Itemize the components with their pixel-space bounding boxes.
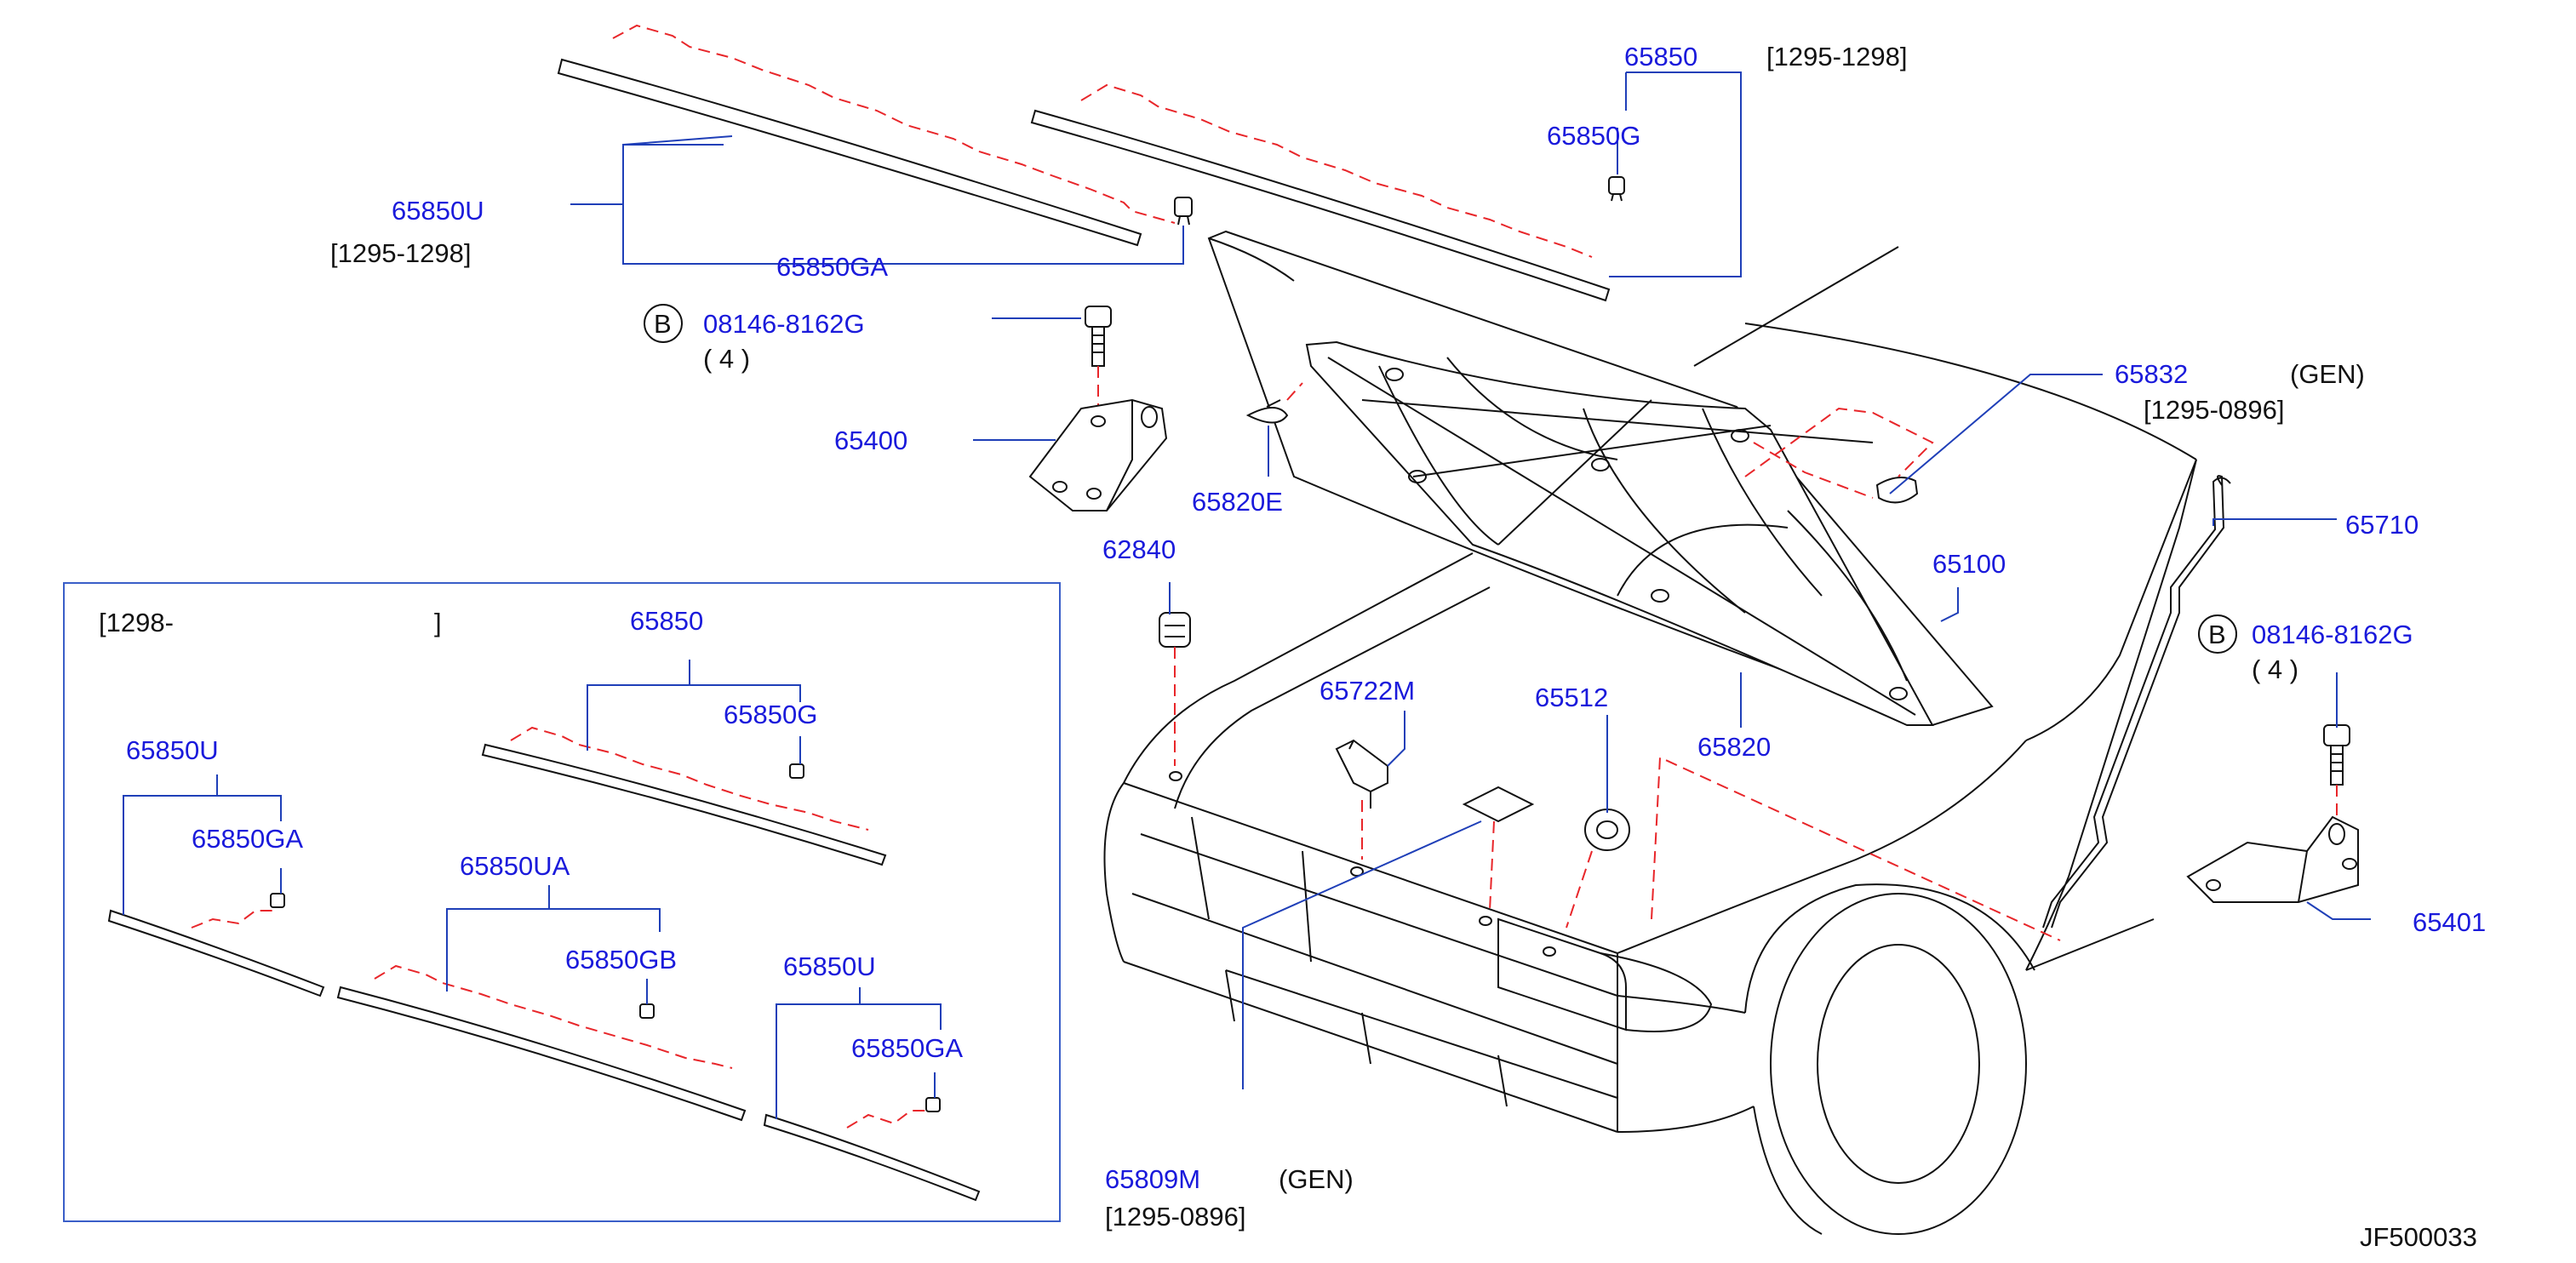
bolt-marker-circle-icon [644,304,683,343]
molding-upper-right [1030,83,1611,302]
label-65809M: 65809M [1105,1164,1200,1194]
hinge-65401-icon [2186,815,2359,903]
qty-08146-right: ( 4 ) [2252,654,2298,684]
grommet-65820E-icon [1245,399,1289,424]
range-65850: [1295-1298] [1766,42,1907,71]
inset-label-65850GA-left: 65850GA [192,824,303,854]
label-65850: 65850 [1624,42,1697,71]
striker-65512-icon [1584,809,1630,851]
qty-08146-left: ( 4 ) [703,344,750,374]
inset-label-65850G: 65850G [724,700,817,729]
inset-label-65850GB: 65850GB [565,945,677,974]
label-65401: 65401 [2413,907,2486,937]
label-65820: 65820 [1697,732,1771,762]
molding-upper-left [557,24,1176,247]
clip-65850GA-icon [1174,197,1193,226]
label-08146-8162G-right: 08146-8162G [2252,620,2413,649]
inset-range-close: ] [434,608,442,637]
label-65850U: 65850U [392,196,484,226]
label-65100: 65100 [1932,549,2006,579]
hood-panel [1207,230,1994,727]
clip-65850G-icon [1608,176,1625,202]
inset-label-65850: 65850 [630,606,703,636]
note-65832: (GEN) [2290,359,2365,389]
bolt-marker-circle-right-icon [2198,614,2237,654]
label-65850GA: 65850GA [776,252,888,282]
label-65512: 65512 [1535,683,1608,712]
hood-rod-65710-icon [2042,475,2231,929]
vehicle-body [1103,246,2197,1235]
label-65820E: 65820E [1192,487,1283,517]
inset-range-open: [1298- [99,608,174,637]
bolt-marker-letter: B [654,309,672,339]
hinge-65400-icon [1028,398,1168,511]
label-65710: 65710 [2345,510,2419,540]
diagram-code: JF500033 [2360,1222,2477,1252]
label-65400: 65400 [834,426,907,455]
bolt-08146-left-icon [1085,306,1112,367]
label-65809M-icon [1462,786,1535,823]
range-65832: [1295-0896] [2144,395,2284,425]
range-65850U: [1295-1298] [330,238,471,268]
note-65809M: (GEN) [1279,1164,1354,1194]
label-65832: 65832 [2115,359,2188,389]
inset-label-65850GA-right: 65850GA [851,1033,963,1063]
hood-bumper-62840-icon [1159,612,1191,648]
label-65722M: 65722M [1319,676,1415,706]
inset-label-65850U-left: 65850U [126,735,219,765]
bolt-marker-letter-right: B [2208,620,2226,649]
bolt-08146-right-icon [2323,724,2350,786]
lock-65722M-icon [1335,739,1388,809]
label-62840: 62840 [1102,534,1176,564]
label-65832-icon [1875,477,1919,504]
range-65809M: [1295-0896] [1105,1202,1245,1232]
inset-label-65850U-right: 65850U [783,952,876,981]
inset-label-65850UA: 65850UA [460,851,570,881]
label-08146-8162G-left: 08146-8162G [703,309,865,339]
inset-box-1298 [63,582,1061,1222]
leader-lines [570,71,2371,1089]
label-65850G: 65850G [1547,121,1640,151]
